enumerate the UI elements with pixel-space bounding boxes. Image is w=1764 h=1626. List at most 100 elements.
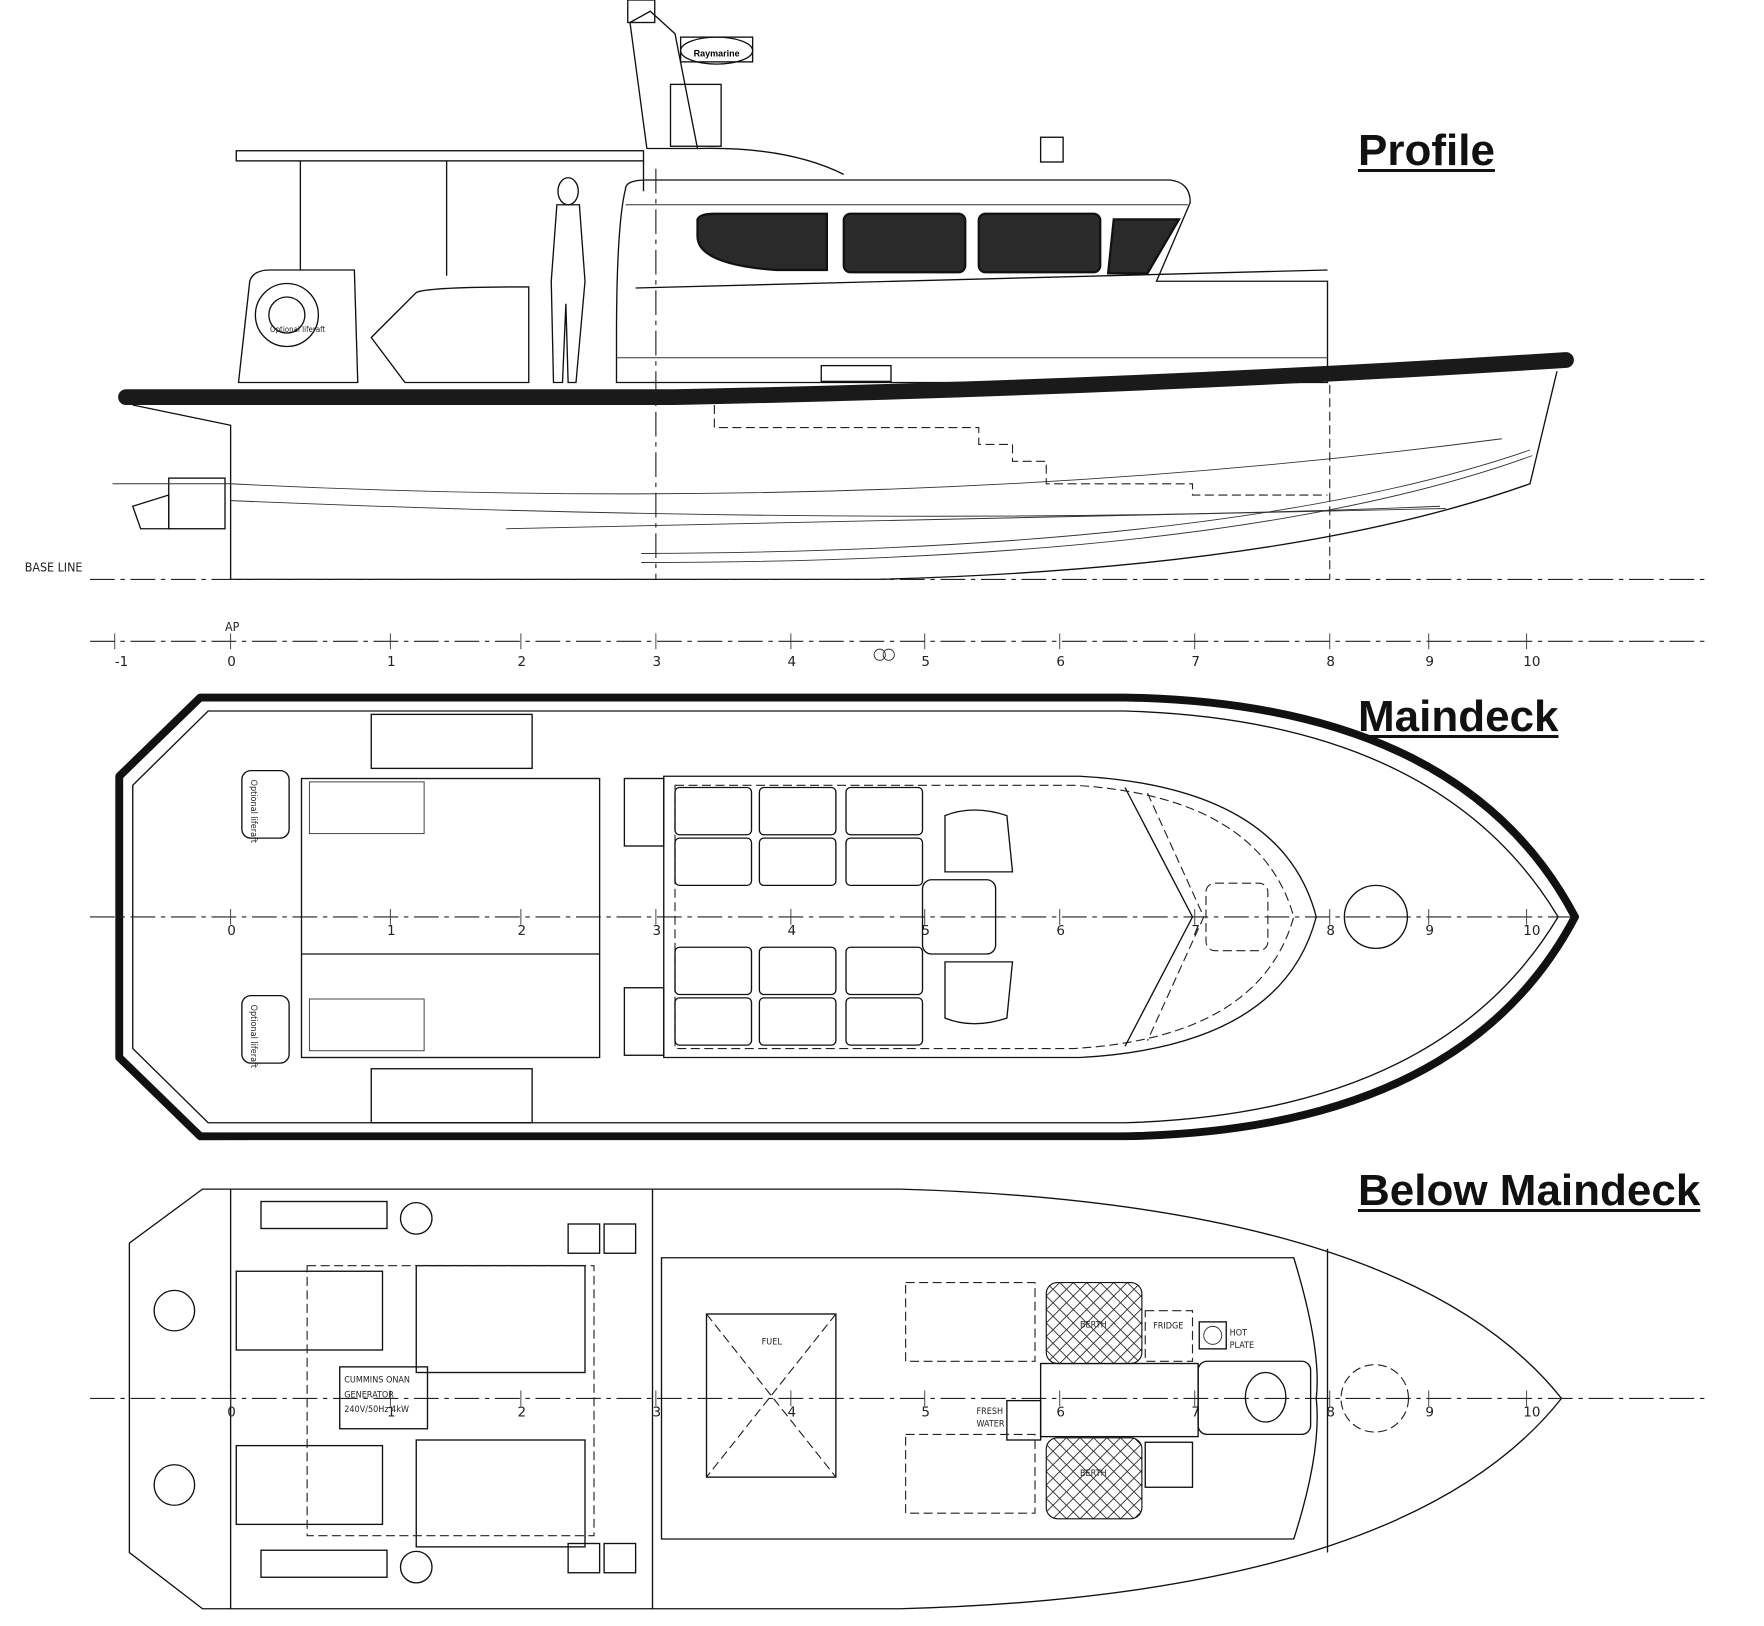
engine-port [153,1264,586,1374]
window [842,212,967,274]
berth-stbd [1045,1437,1143,1520]
window [696,212,828,272]
helm-seat [944,961,1014,1025]
liferaft-label: Optional liferaft [248,780,258,843]
station-label: -1 [115,654,128,670]
fender [118,352,1574,405]
station-label: 10 [1523,654,1540,670]
seat [758,837,837,887]
station-label: 7 [1191,1404,1200,1420]
seat [758,997,837,1046]
seat [845,997,924,1046]
station-label: 9 [1425,654,1434,670]
station-label: 0 [227,654,236,670]
generator-label-1: CUMMINS ONAN [344,1376,410,1386]
station-label: 9 [1425,923,1434,939]
mast: Raymarine [627,0,845,175]
wheelhouse [615,179,1329,384]
station-label: 0 [227,1404,236,1420]
station-scale: AP -1 0 1 2 3 4 5 6 7 8 9 10 [90,620,1708,670]
title-maindeck: Maindeck [1358,692,1559,741]
human-figure [550,177,586,384]
berth-label: BERTH [1080,1469,1107,1479]
station-label: 3 [653,923,662,939]
fuel-label: FUEL [762,1337,783,1347]
station-label: 6 [1056,654,1065,670]
passenger-seats [674,786,924,1046]
station-label: 6 [1056,1404,1065,1420]
station-label: 1 [387,1404,396,1420]
title-profile: Profile [1358,126,1495,175]
station-label: 0 [227,923,236,939]
station-label: 10 [1523,1404,1540,1420]
station-label: 5 [921,923,930,939]
helm-seat [944,809,1014,873]
cabin-outline [663,775,1317,1059]
lifebuoy [254,282,320,348]
hull-outline [128,1188,1563,1610]
hot-plate-label-2: PLATE [1230,1341,1255,1351]
engine-hatch [623,987,665,1056]
seat [674,946,753,996]
radar-brand-label: Raymarine [694,48,740,58]
seat [674,997,753,1046]
hull-profile [132,371,1558,581]
hardtop-roof [235,150,645,162]
profile-view: Raymarine Optional liferaft BASE LINE [25,0,1708,581]
seat [845,786,924,836]
station-label: 8 [1326,654,1335,670]
fuel-compartment [660,1257,1318,1540]
midship-symbol [873,648,895,661]
station-label: 2 [518,654,527,670]
hot-plate-label-1: HOT [1230,1328,1247,1338]
deck-outline [115,693,1579,1141]
station-label: 3 [653,654,662,670]
hot-plate [1198,1321,1227,1350]
toilet [1244,1371,1287,1423]
fuel-tank [705,1313,837,1478]
station-label: 3 [653,1404,662,1420]
fresh-water-label-2: WATER [977,1420,1005,1430]
station-label: 4 [788,1404,797,1420]
ap-label: AP [225,620,240,634]
seat [674,786,753,836]
station-label: 2 [518,923,527,939]
berth-label: BERTH [1080,1321,1107,1331]
window [1106,218,1181,275]
aft-deck-hatch [300,777,601,1059]
station-label: 8 [1326,923,1335,939]
helm-console [921,879,997,955]
station-label: 7 [1191,923,1200,939]
station-label: 4 [788,654,797,670]
station-label: 7 [1191,654,1200,670]
liferaft-label: Optional liferaft [248,1005,258,1068]
station-label: 5 [921,654,930,670]
seat [845,837,924,887]
window [977,212,1102,274]
station-label: 1 [387,654,396,670]
station-label: 8 [1326,1404,1335,1420]
fresh-water-label-1: FRESH [977,1407,1004,1417]
engine-stbd [153,1439,586,1548]
handrail [635,269,1328,289]
engine-hatch [623,777,665,847]
station-label: 1 [387,923,396,939]
station-label: 6 [1056,923,1065,939]
station-label: 9 [1425,1404,1434,1420]
generator-label-3: 240V/50Hz 4kW [344,1405,409,1415]
fridge-label: FRIDGE [1153,1322,1183,1332]
waterjet [112,477,231,530]
seat [674,837,753,887]
station-label: 10 [1523,923,1540,939]
liferaft-label: Optional liferaft [270,325,325,334]
station-label: 5 [921,1404,930,1420]
seat [758,786,837,836]
title-below-maindeck: Below Maindeck [1358,1166,1701,1215]
fridge [1144,1310,1194,1362]
liferaft-stbd [241,994,290,1064]
generator-label-2: GENERATOR [344,1390,394,1400]
liferaft-port [241,769,290,839]
